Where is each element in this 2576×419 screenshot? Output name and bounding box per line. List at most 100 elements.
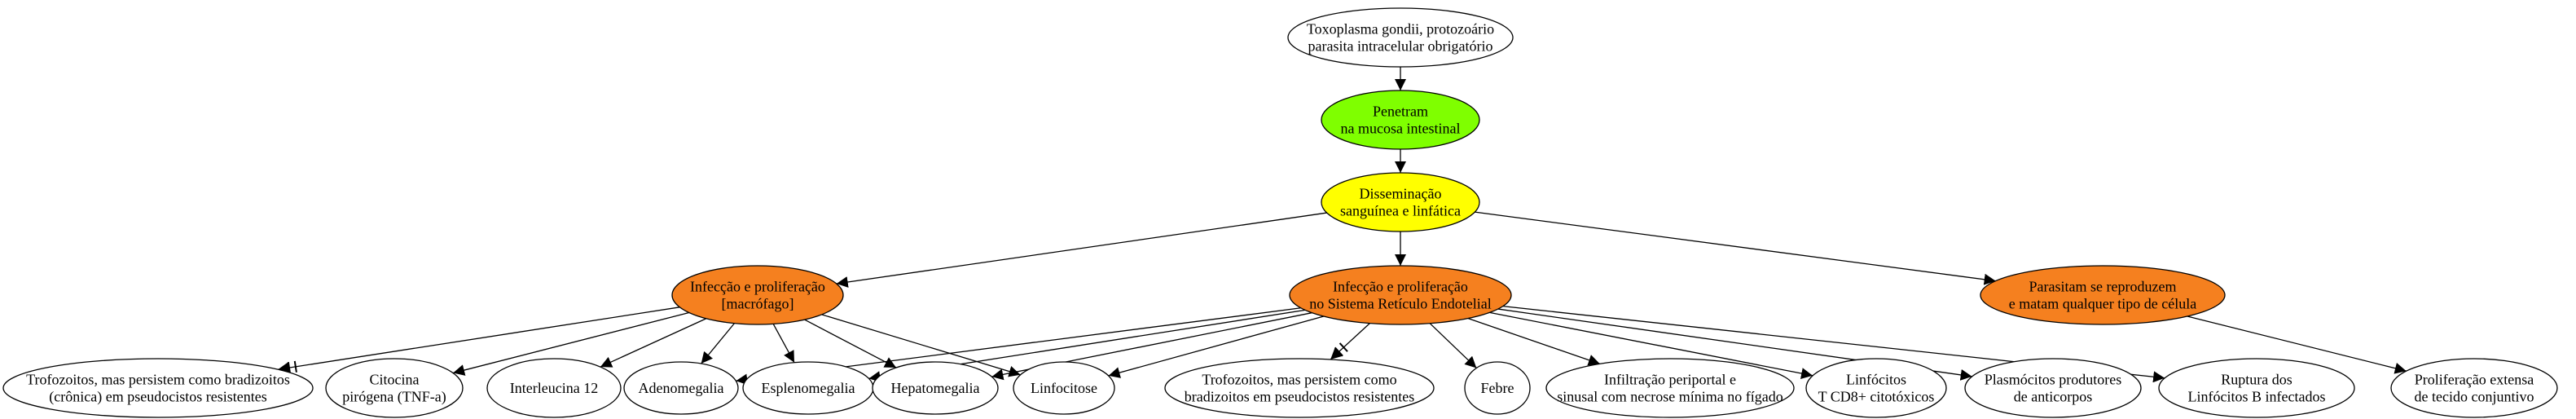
node-ellipse (1464, 361, 1531, 415)
edge-line (1330, 323, 1370, 360)
edge-infeccao-sre-to-linfocitos-t (1489, 311, 1813, 379)
node-ellipse (1980, 265, 2226, 325)
edge-parasitam-to-proliferacao (2187, 315, 2407, 374)
node-label-line: Infecção e proliferação (1333, 279, 1468, 295)
node-label-line: Parasitam se reproduzem (2029, 279, 2177, 295)
node-trofo1: Trofozoitos, mas persistem como bradizoi… (2, 358, 314, 418)
edge-line (804, 319, 897, 368)
node-label-line: [macrófago] (722, 296, 794, 312)
node-label-line: Plasmócitos produtores (1985, 372, 2122, 388)
node-ellipse (671, 265, 844, 325)
node-ellipse (2390, 358, 2558, 418)
edge-tee-mark (1339, 342, 1348, 352)
edge-infeccao-macrofago-to-hepatomegalia (804, 319, 897, 368)
node-ellipse (486, 358, 622, 418)
edge-infeccao-macrofago-to-citocina (452, 311, 689, 376)
node-trofo2: Trofozoitos, mas persistem comobradizoit… (1164, 358, 1435, 418)
edge-line (1108, 315, 1325, 378)
edge-line (772, 324, 795, 364)
node-ellipse (1287, 7, 1514, 68)
node-febre: Febre (1464, 361, 1531, 415)
node-ellipse (1321, 90, 1480, 150)
node-ellipse (1289, 265, 1512, 325)
node-adenomegalia: Adenomegalia (623, 361, 739, 415)
node-label-line: parasita intracelular obrigatório (1308, 38, 1493, 55)
node-label-line: Trofozoitos, mas persistem como bradizoi… (26, 372, 290, 388)
edge-line (836, 212, 1327, 288)
node-ellipse (2, 358, 314, 418)
edge-infeccao-macrofago-to-linfocitose (821, 314, 1021, 377)
node-label-line: Esplenomegalia (762, 380, 855, 396)
node-label-line: Adenomegalia (639, 380, 724, 396)
edge-line (278, 307, 680, 373)
node-label-line: Interleucina 12 (510, 380, 598, 396)
node-label-line: Ruptura dos (2221, 372, 2292, 388)
node-label-line: Febre (1481, 380, 1514, 396)
node-interleucina: Interleucina 12 (486, 358, 622, 418)
edge-infeccao-macrofago-to-interleucina (600, 318, 707, 368)
edge-tee-mark (287, 362, 291, 374)
node-label-line: Linfocitose (1031, 380, 1097, 396)
node-label-line: Citocina (370, 372, 420, 388)
node-ellipse (2158, 358, 2355, 418)
node-label-line: Disseminação (1360, 186, 1442, 202)
node-ellipse (1545, 358, 1795, 418)
node-label-line: Proliferação extensa (2415, 372, 2534, 388)
edges-layer (278, 67, 2407, 386)
edge-line (1489, 311, 1813, 379)
edge-line (2187, 315, 2407, 374)
node-label-line: pirógena (TNF-a) (342, 389, 446, 406)
edge-line (821, 314, 1021, 377)
node-label-line: Infiltração periportal e (1604, 372, 1736, 388)
node-ellipse (872, 361, 999, 415)
node-ellipse (1164, 358, 1435, 418)
edge-infeccao-sre-to-trofo2 (1330, 323, 1370, 360)
edge-line (452, 311, 689, 376)
node-ellipse (1805, 358, 1947, 418)
edge-infeccao-macrofago-to-esplenomegalia (772, 324, 795, 364)
edge-line (1475, 211, 1996, 285)
node-esplenomegalia: Esplenomegalia (742, 361, 874, 415)
node-label-line: Trofozoitos, mas persistem como (1202, 372, 1396, 388)
node-label-line: de tecido conjuntivo (2415, 389, 2534, 405)
node-linfocitose: Linfocitose (1013, 361, 1115, 415)
edge-disseminacao-to-parasitam (1475, 211, 1996, 285)
node-ellipse (1964, 358, 2142, 418)
node-label-line: Penetram (1373, 104, 1428, 120)
edge-tee-mark (1334, 346, 1343, 357)
edge-infeccao-sre-to-infiltracao (1467, 317, 1601, 366)
node-label-line: T CD8+ citotóxicos (1818, 389, 1935, 405)
edge-line (600, 318, 707, 368)
node-label-line: bradizoitos em pseudocistos resistentes (1185, 389, 1414, 405)
edge-line (701, 323, 735, 364)
node-label-line: na mucosa intestinal (1341, 121, 1461, 137)
node-ellipse (1321, 172, 1480, 232)
node-label-line: sanguínea e linfática (1340, 203, 1461, 219)
node-label-line: (crônica) em pseudocistos resistentes (49, 389, 266, 406)
node-ellipse (325, 358, 464, 418)
node-label-line: e matam qualquer tipo de célula (2009, 296, 2196, 312)
node-label-line: Linfócitos B infectados (2188, 389, 2326, 405)
edge-infeccao-sre-to-febre (1429, 323, 1477, 368)
node-label-line: sinusal com necrose mínima no fígado (1557, 389, 1783, 405)
node-label-line: Toxoplasma gondii, protozoário (1307, 21, 1494, 37)
edge-line (1429, 323, 1477, 368)
node-label-line: Hepatomegalia (891, 380, 980, 396)
node-ellipse (1013, 361, 1115, 415)
node-label-line: de anticorpos (2014, 389, 2092, 405)
node-label-line: no Sistema Retículo Endotelial (1309, 296, 1491, 312)
edge-disseminacao-to-infeccao-macrofago (836, 212, 1327, 288)
node-label-line: Linfócitos (1846, 372, 1906, 388)
node-hepatomegalia: Hepatomegalia (872, 361, 999, 415)
